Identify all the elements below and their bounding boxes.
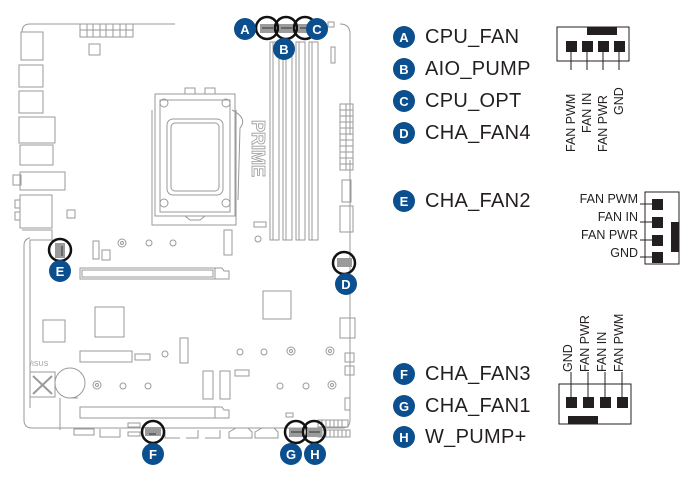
board-outline [23,23,351,429]
pcie-slot-2 [79,406,230,419]
callout-a: A [234,18,256,40]
legend-label: AIO_PUMP [425,57,531,80]
pins [566,41,625,52]
rear-io [12,31,66,408]
svg-text:F: F [149,447,157,462]
cpu-power-connector [79,23,134,56]
connector-key [568,416,598,424]
pin-label-gnd: GND [561,344,575,372]
pins [652,199,663,263]
ic-chip [94,306,125,338]
legend-label: CHA_FAN2 [425,189,531,212]
pin-label-fan-pwm: FAN PWM [579,192,638,206]
pcie-slot-1 [79,267,230,280]
sata-port-1 [228,427,253,439]
board-callouts: A B C D E F G H [49,18,357,465]
callout-b: B [273,38,295,60]
legend-label: CPU_OPT [425,89,522,112]
cpu-socket [151,87,244,226]
header-d-cha-fan4 [331,250,357,276]
legend-item-cha-fan4: D CHA_FAN4 [393,120,531,146]
connector-key [587,27,617,35]
dimm-slots [269,41,319,241]
pin-label-fan-in: FAN IN [580,92,594,133]
callout-h: H [304,443,326,465]
asus-logo: /ISUS [30,361,49,368]
legend-label: CHA_FAN3 [425,362,531,385]
legend-item-cha-fan1: G CHA_FAN1 [393,393,531,419]
svg-text:E: E [56,264,65,279]
motherboard-layout: PRIME [12,15,357,465]
pin-label-gnd: GND [612,87,626,115]
pinout-diagram-1 [556,26,630,70]
chipset [262,290,292,320]
callout-d: D [335,273,357,295]
header-h-w-pump [301,419,327,445]
cmos-battery [54,367,86,399]
badge-c: C [393,90,415,112]
legend-label: CPU_FAN [425,25,520,48]
badge-g: G [393,395,415,417]
svg-text:B: B [279,42,288,57]
pin-label-fan-pwm: FAN PWM [612,313,626,372]
badge-f: F [393,363,415,385]
badge-a: A [393,26,415,48]
legend-label: CHA_FAN4 [425,121,531,144]
legend-item-cpu-opt: C CPU_OPT [393,88,522,114]
svg-text:C: C [312,22,322,37]
legend-item-aio-pump: B AIO_PUMP [393,56,531,82]
pin-label-gnd: GND [610,246,638,260]
pin-label-fan-in: FAN IN [595,331,609,372]
pin-label-fan-pwm: FAN PWM [564,93,578,152]
pin-label-fan-pwr: FAN PWR [578,315,592,372]
pinout-diagram-3 [558,372,632,425]
badge-e: E [393,190,415,212]
svg-text:G: G [286,447,296,462]
callout-e: E [49,260,71,282]
badge-b: B [393,58,415,80]
header-e-cha-fan2 [47,237,73,263]
svg-text:A: A [240,22,250,37]
legend-label: W_PUMP+ [425,425,527,448]
callout-g: G [280,443,302,465]
badge-h: H [393,426,415,448]
pin-label-fan-pwr: FAN PWR [581,228,638,242]
legend-item-w-pump: H W_PUMP+ [393,424,527,450]
sata-port-2 [254,427,279,439]
crystal-sound-logo [29,371,56,398]
pins [566,397,628,408]
callout-f: F [142,443,164,465]
legend-item-cha-fan2: E CHA_FAN2 [393,188,531,214]
legend-item-cha-fan3: F CHA_FAN3 [393,361,531,387]
callout-c: C [306,18,328,40]
pin-label-fan-pwr: FAN PWR [596,95,610,152]
svg-text:H: H [310,447,319,462]
legend-label: CHA_FAN1 [425,394,531,417]
svg-text:D: D [341,277,350,292]
pinout-diagram-2 [640,191,680,265]
header-f-cha-fan3 [140,419,166,445]
prime-logo: PRIME [248,120,268,177]
legend-item-cpu-fan: A CPU_FAN [393,24,519,50]
pin-label-fan-in: FAN IN [597,210,638,224]
connector-key [671,222,679,252]
small-headers-left [92,238,177,261]
header-a-cpu-fan [254,15,280,41]
atx-power-connector [339,103,354,171]
badge-d: D [393,122,415,144]
